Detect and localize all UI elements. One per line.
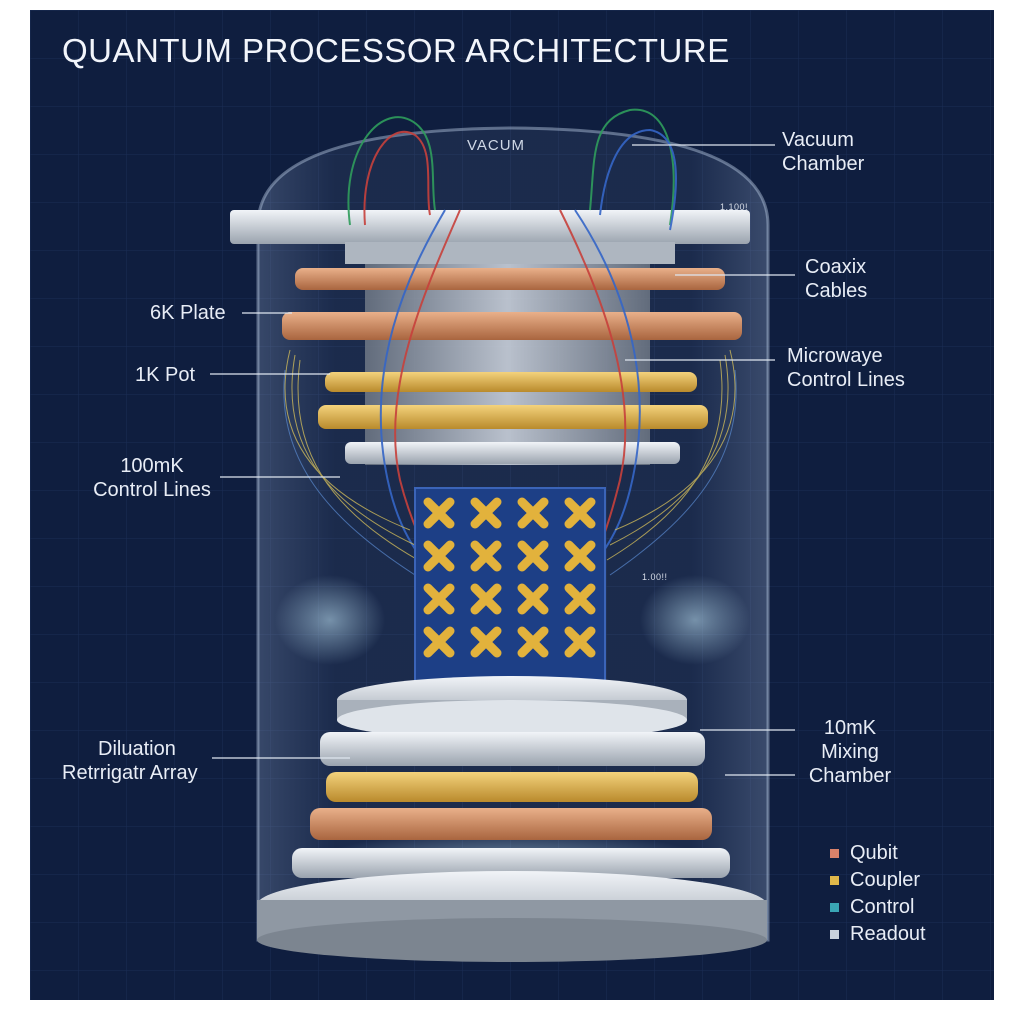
legend-swatch-readout <box>830 930 839 939</box>
diagram-canvas: QUANTUM PROCESSOR ARCHITECTURE VACUM 1.1… <box>30 10 994 1000</box>
legend-swatch-control <box>830 903 839 912</box>
chip-tiny-label: 1.00!! <box>642 572 668 582</box>
label-six-k-plate: 6K Plate <box>150 301 226 325</box>
six-k-plate <box>282 312 742 340</box>
vacuum-tag: VACUM <box>467 137 525 154</box>
base-bottom <box>257 918 767 962</box>
one-k-plate-a <box>325 372 697 392</box>
top-plate-flange <box>345 242 675 264</box>
label-microwave-lines: Microwaye Control Lines <box>787 344 905 392</box>
label-one-k-pot: 1K Pot <box>135 363 195 387</box>
label-mixing-chamber: 10mK Mixing Chamber <box>805 716 895 788</box>
label-hundred-mk-lines: 100mK Control Lines <box>92 454 212 502</box>
coax-copper-plate <box>295 268 725 290</box>
legend-item-coupler: Coupler <box>830 867 926 894</box>
legend-swatch-qubit <box>830 849 839 858</box>
legend-item-qubit: Qubit <box>830 840 926 867</box>
mist-right <box>640 575 750 665</box>
legend-swatch-coupler <box>830 876 839 885</box>
label-vacuum-chamber: Vacuum Chamber <box>782 128 864 176</box>
legend-item-control: Control <box>830 894 926 921</box>
one-k-plate-b <box>318 405 708 429</box>
dilution-gold-plate <box>326 772 698 802</box>
legend: Qubit Coupler Control Readout <box>830 840 926 948</box>
page-title: QUANTUM PROCESSOR ARCHITECTURE <box>62 32 730 70</box>
legend-item-readout: Readout <box>830 921 926 948</box>
top-plate-tiny-label: 1.100! <box>720 202 748 212</box>
label-coax-cables: Coaxix Cables <box>805 255 867 303</box>
label-dilution-array: Diluation Retrrigatr Array <box>62 737 198 785</box>
dilution-copper-plate <box>310 808 712 840</box>
mixing-chamber-plate <box>320 732 705 766</box>
mist-left <box>275 575 385 665</box>
